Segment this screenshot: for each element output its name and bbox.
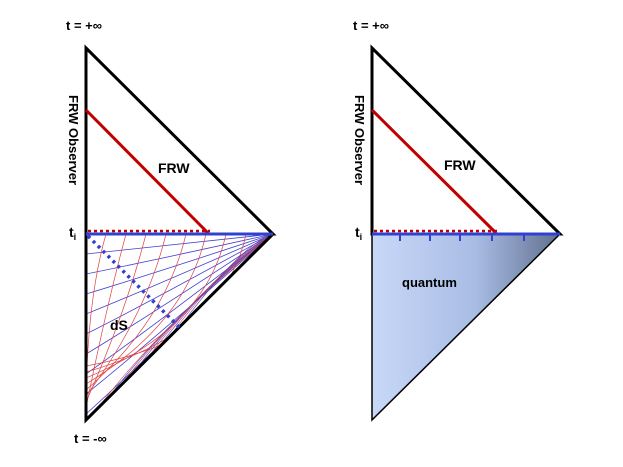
right-observer-line xyxy=(370,108,498,235)
left-frw-region-label: FRW xyxy=(158,160,190,176)
ds-grid-red-curve xyxy=(86,234,187,391)
ds-grid-blue-curve xyxy=(86,234,273,275)
ds-grid-red-curve xyxy=(86,234,247,373)
left-ds-region-outline xyxy=(84,232,275,424)
ds-grid-fan-curve xyxy=(181,234,273,325)
ds-grid-blue-curve xyxy=(86,234,273,255)
ds-grid-red-curve xyxy=(86,234,147,403)
right-observer-label: FRW Observer xyxy=(352,95,367,185)
ds-grid-red-curve xyxy=(86,234,207,385)
ds-grid-blue-curve xyxy=(86,234,273,395)
right-penrose-diagram: t = +∞ FRW Observer ti FRW quantum xyxy=(352,18,564,422)
left-penrose-diagram: t = +∞ t = -∞ FRW Observer ti FRW dS xyxy=(66,18,277,446)
right-frw-region-label: FRW xyxy=(444,157,476,173)
right-frw-region-outline xyxy=(370,44,564,236)
right-ti-tick-marks xyxy=(399,234,525,241)
left-bottom-label: t = -∞ xyxy=(74,431,107,446)
ds-grid-red-curve xyxy=(86,234,167,397)
right-ti-label: ti xyxy=(355,224,362,242)
left-observer-line xyxy=(84,108,210,235)
ds-grid-blue-curve xyxy=(86,234,273,295)
ds-grid-red-curve xyxy=(86,234,267,367)
ds-grid-red-curve xyxy=(86,234,127,409)
right-quantum-region-outline xyxy=(371,233,561,422)
left-ds-dotted-diagonal xyxy=(86,234,184,332)
left-observer-label: FRW Observer xyxy=(66,95,81,185)
ds-grid-red-curve xyxy=(86,234,227,379)
left-top-label: t = +∞ xyxy=(66,18,102,33)
left-ds-region-label: dS xyxy=(110,317,128,333)
right-top-label: t = +∞ xyxy=(353,18,389,33)
right-quantum-region-label: quantum xyxy=(402,275,457,290)
left-ti-label: ti xyxy=(69,224,76,242)
ds-grid-blue-curve xyxy=(86,234,273,315)
ds-grid-blue-curve xyxy=(86,234,273,335)
